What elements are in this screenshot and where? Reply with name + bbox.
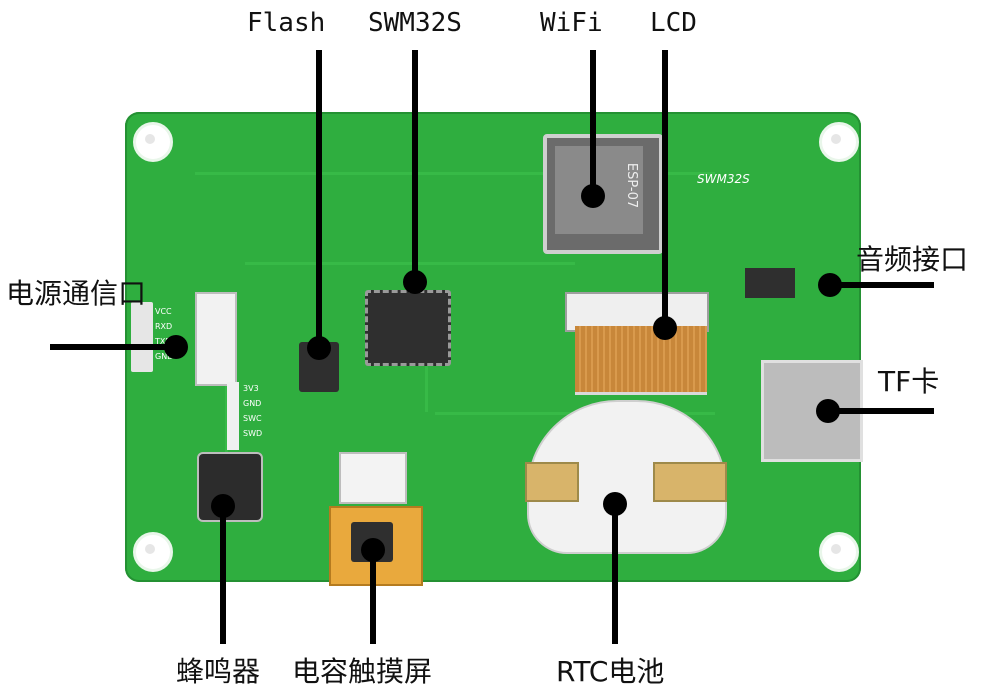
label-rtc: RTC电池 [556,655,665,688]
swd-label: SWD [243,429,263,438]
touch-connector [329,506,423,586]
mounting-hole-top-right [819,122,859,162]
leader-dot-rtc [603,492,627,516]
pcb-trace [225,362,228,502]
lcd-connector [565,292,709,332]
label-audio: 音频接口 [856,243,969,276]
wifi-module: ESP-07 [543,134,663,254]
leader-dot-tf [816,399,840,423]
label-wifi: WiFi [540,8,603,38]
mounting-hole-bottom-left [133,532,173,572]
leader-dot-power-comm [164,335,188,359]
leader-rtc [612,502,618,644]
leader-dot-mcu [403,270,427,294]
leader-dot-lcd [653,316,677,340]
swd-label: GND [243,399,262,408]
swd-label: SWC [243,414,262,423]
power-comm-pin-labels: VCC RXD TXD GND [155,307,185,361]
swd-pin-labels: 3V3 GND SWC SWD [243,384,262,438]
pin-label: RXD [155,322,173,331]
wifi-module-label: ESP-07 [624,162,640,209]
leader-tf [826,408,934,414]
mounting-hole-bottom-right [819,532,859,572]
rtc-clip-right [653,462,727,502]
leader-dot-flash [307,336,331,360]
label-tf: TF卡 [878,365,940,398]
leader-dot-buzzer [211,494,235,518]
ffc-connector-left [195,292,237,386]
leader-flash [316,50,322,346]
leader-dot-touch [361,538,385,562]
leader-lcd [662,50,668,326]
label-flash: Flash [247,8,326,38]
pcb-trace [245,262,575,265]
leader-wifi [590,50,596,196]
leader-dot-audio [818,273,842,297]
swd-header [227,382,239,450]
label-buzzer: 蜂鸣器 [176,655,261,688]
lcd-fpc-cable [575,326,707,395]
rtc-clip-left [525,462,579,502]
leader-power-comm [50,344,176,350]
leader-mcu [412,50,418,280]
touch-socket [339,452,407,504]
pin-label: VCC [155,307,172,316]
buzzer-component [197,452,263,522]
mcu-chip [365,290,451,366]
pcb-trace [195,172,715,175]
label-power-comm: 电源通信口 [6,277,147,310]
audio-connector [745,268,795,298]
leader-buzzer [220,504,226,644]
pin-label: GND [155,352,174,361]
power-comm-header [131,302,153,372]
label-lcd: LCD [650,8,697,38]
leader-touch [370,548,376,644]
pin-label: TXD [155,337,172,346]
mounting-hole-top-left [133,122,173,162]
silkscreen-model: SWM32S [697,172,750,186]
label-mcu: SWM32S [368,8,462,38]
leader-audio [828,282,934,288]
label-touch: 电容触摸屏 [292,655,433,688]
leader-dot-wifi [581,184,605,208]
pcb-board: SWM32S ESP-07 VCC RXD TXD GND 3V3 GND SW… [125,112,863,586]
swd-label: 3V3 [243,384,259,393]
